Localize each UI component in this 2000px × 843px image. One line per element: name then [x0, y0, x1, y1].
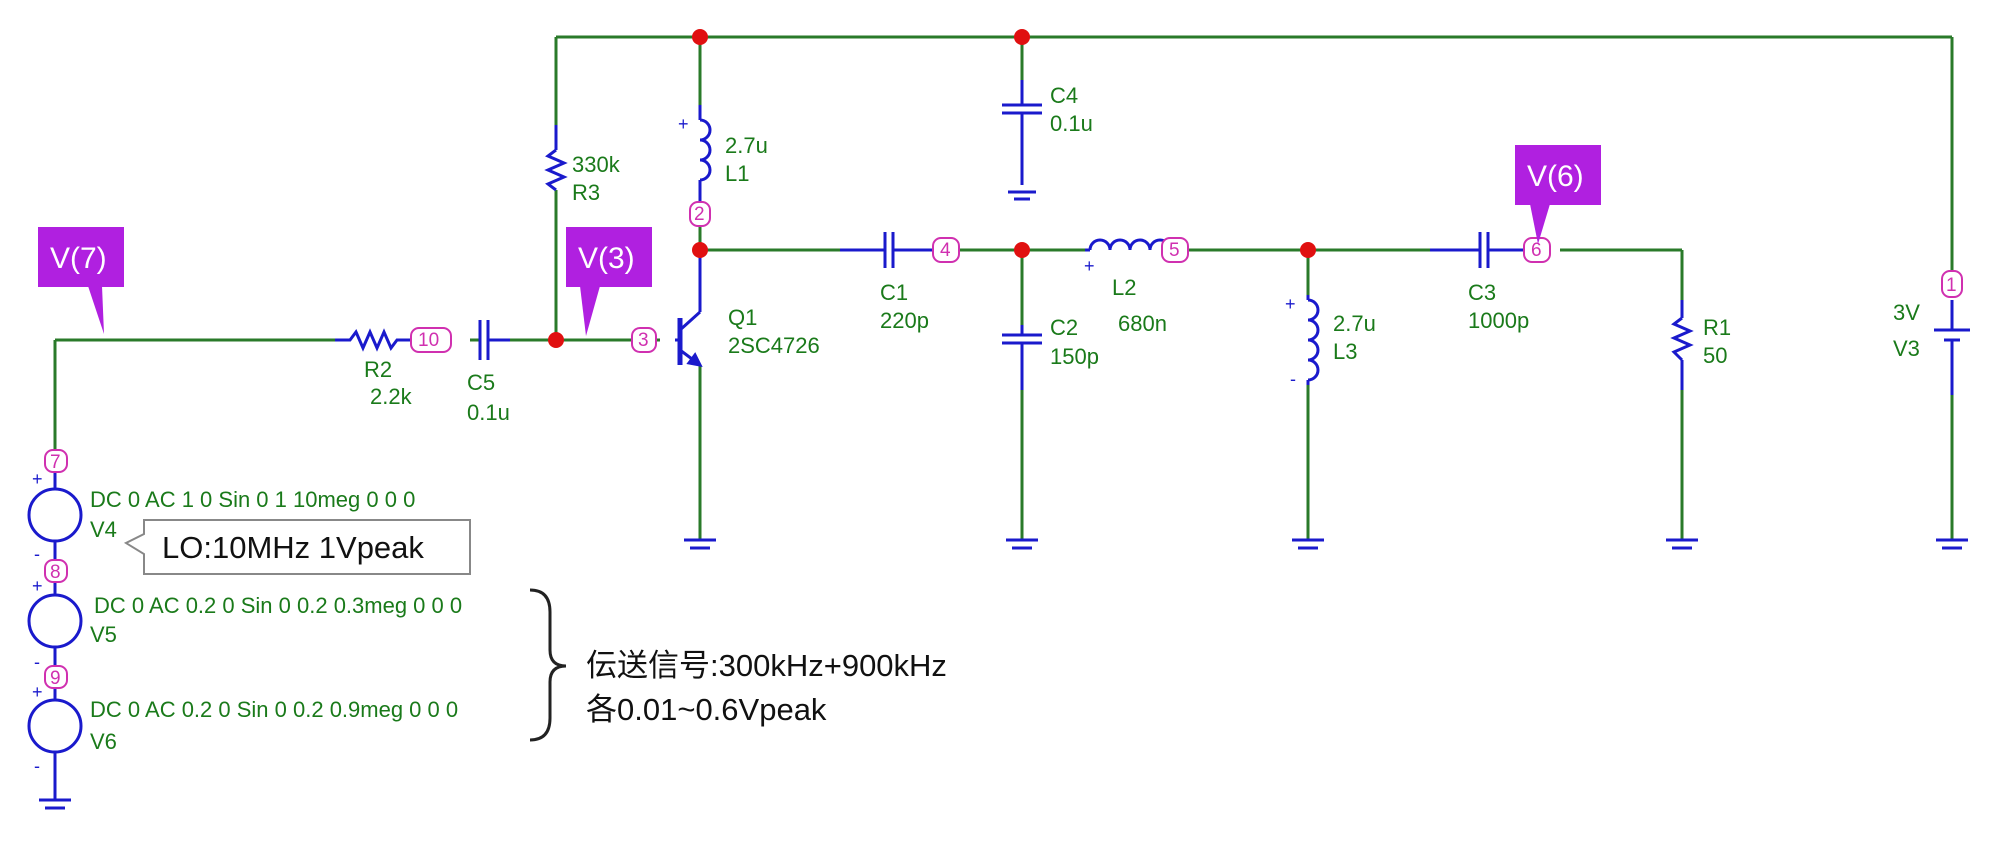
junctions — [548, 29, 1316, 348]
signal-brace — [529, 588, 567, 742]
probe-v3[interactable]: V(3) — [566, 227, 652, 336]
q1-name: Q1 — [728, 305, 757, 330]
lo-callout: LO:10MHz 1Vpeak — [123, 519, 471, 575]
component-labels: 330k R3 2.7u L1 C4 0.1u Q1 2SC4726 C1 22… — [90, 83, 1920, 754]
ground-icon — [1292, 538, 1324, 550]
node-label-8: 8 — [50, 562, 61, 583]
svg-text:-: - — [34, 756, 40, 776]
c3-value: 1000p — [1468, 308, 1529, 333]
ground-symbols — [39, 538, 1968, 810]
capacitor-c4[interactable] — [1002, 80, 1042, 201]
capacitor-c1[interactable] — [840, 232, 935, 268]
voltage-source-v6[interactable] — [27, 686, 83, 800]
ground-icon — [1666, 538, 1698, 550]
v4-spec: DC 0 AC 1 0 Sin 0 1 10meg 0 0 0 — [90, 487, 415, 512]
svg-text:-: - — [1290, 369, 1296, 389]
v4-name: V4 — [90, 517, 117, 542]
v5-spec: DC 0 AC 0.2 0 Sin 0 0.2 0.3meg 0 0 0 — [94, 593, 462, 618]
v6-spec: DC 0 AC 0.2 0 Sin 0 0.2 0.9meg 0 0 0 — [90, 697, 458, 722]
resistor-r1[interactable] — [1670, 300, 1694, 390]
voltage-source-v4[interactable] — [27, 470, 83, 560]
r2-name: R2 — [364, 357, 392, 382]
svg-text:+: + — [32, 469, 43, 489]
ground-icon — [684, 538, 716, 550]
capacitor-c2[interactable] — [1002, 325, 1042, 390]
c2-name: C2 — [1050, 315, 1078, 340]
svg-text:+: + — [1285, 294, 1296, 314]
node-label-9: 9 — [50, 668, 61, 689]
l1-value: 2.7u — [725, 133, 768, 158]
node-markers — [44, 201, 1963, 689]
signal-annotation-line1: 伝送信号:300kHz+900kHz — [586, 648, 947, 683]
probe-v3-label: V(3) — [578, 242, 635, 275]
r1-name: R1 — [1703, 315, 1731, 340]
r3-value: 330k — [572, 152, 621, 177]
lo-callout-text: LO:10MHz 1Vpeak — [162, 530, 424, 565]
polarity-marks: + + + - + - + - + - — [32, 114, 1296, 776]
junction-dot — [692, 242, 708, 258]
svg-text:+: + — [678, 114, 689, 134]
ground-icon — [1936, 538, 1968, 550]
probe-v7-label: V(7) — [50, 242, 107, 275]
ground-icon — [39, 798, 71, 810]
resistor-r3[interactable] — [544, 125, 568, 192]
transistor-q1[interactable] — [675, 250, 703, 368]
l3-name: L3 — [1333, 339, 1357, 364]
v3-name: V3 — [1893, 336, 1920, 361]
c1-value: 220p — [880, 308, 929, 333]
l2-name: L2 — [1112, 275, 1136, 300]
c4-name: C4 — [1050, 83, 1078, 108]
v6-name: V6 — [90, 729, 117, 754]
junction-dot — [1014, 29, 1030, 45]
resistor-r2[interactable] — [335, 328, 410, 352]
node-labels: 1 2 3 4 5 6 7 8 9 10 — [50, 204, 1957, 689]
node-label-3: 3 — [638, 330, 649, 351]
c1-name: C1 — [880, 280, 908, 305]
c5-value: 0.1u — [467, 400, 510, 425]
r2-value: 2.2k — [370, 384, 413, 409]
node-label-10: 10 — [418, 330, 439, 351]
q1-value: 2SC4726 — [728, 333, 820, 358]
svg-text:+: + — [32, 576, 43, 596]
svg-text:-: - — [34, 652, 40, 672]
c4-value: 0.1u — [1050, 111, 1093, 136]
c2-value: 150p — [1050, 344, 1099, 369]
probe-v6-label: V(6) — [1527, 160, 1584, 193]
junction-dot — [548, 332, 564, 348]
voltage-source-v3[interactable] — [1934, 300, 1970, 395]
svg-text:+: + — [32, 682, 43, 702]
ground-icon — [1006, 538, 1038, 550]
probe-v6[interactable]: V(6) — [1515, 145, 1601, 244]
l2-value: 680n — [1118, 311, 1167, 336]
capacitor-c5[interactable] — [478, 320, 510, 360]
r1-value: 50 — [1703, 343, 1727, 368]
v3-value: 3V — [1893, 300, 1920, 325]
junction-dot — [692, 29, 708, 45]
svg-text:-: - — [34, 544, 40, 564]
c3-name: C3 — [1468, 280, 1496, 305]
node-label-4: 4 — [940, 240, 951, 261]
node-label-2: 2 — [694, 204, 705, 225]
probe-v7[interactable]: V(7) — [38, 227, 124, 334]
node-label-1: 1 — [1946, 275, 1957, 296]
v5-name: V5 — [90, 622, 117, 647]
junction-dot — [1300, 242, 1316, 258]
capacitor-c3[interactable] — [1430, 232, 1525, 268]
r3-name: R3 — [572, 180, 600, 205]
node-label-7: 7 — [50, 452, 61, 473]
svg-text:+: + — [1084, 256, 1095, 276]
c5-name: C5 — [467, 370, 495, 395]
signal-annotation-line2: 各0.01~0.6Vpeak — [586, 692, 827, 727]
junction-dot — [1014, 242, 1030, 258]
inductor-l3[interactable] — [1306, 295, 1320, 385]
l3-value: 2.7u — [1333, 311, 1376, 336]
node-label-5: 5 — [1169, 240, 1180, 261]
inductor-l1[interactable] — [698, 105, 712, 202]
l1-name: L1 — [725, 161, 749, 186]
node-label-6: 6 — [1531, 240, 1542, 261]
